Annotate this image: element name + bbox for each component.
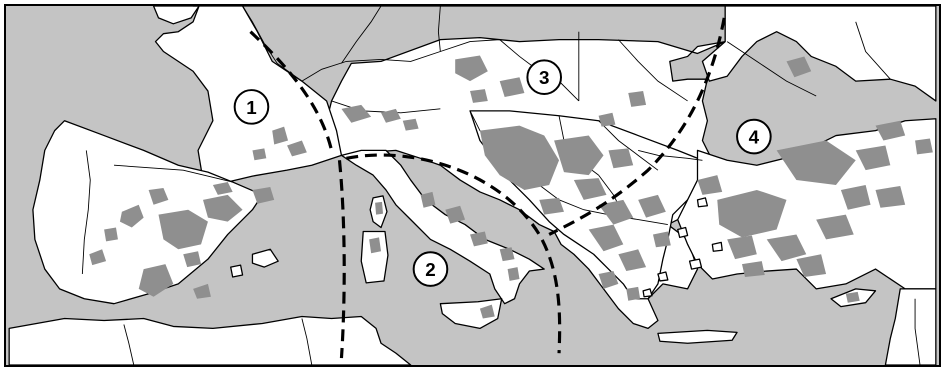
patch bbox=[138, 264, 174, 297]
patch bbox=[252, 186, 275, 204]
zone-1-label: 1 bbox=[246, 97, 256, 118]
patch bbox=[727, 235, 757, 260]
divider-balkan-black-sea bbox=[548, 17, 726, 236]
patch bbox=[598, 271, 619, 289]
patch bbox=[402, 118, 419, 131]
zone-4-marker: 4 bbox=[736, 118, 772, 155]
patch bbox=[845, 291, 860, 303]
patch bbox=[652, 231, 671, 248]
patch bbox=[626, 286, 641, 301]
land-aegean-island bbox=[688, 258, 703, 270]
patch bbox=[776, 140, 856, 186]
patch bbox=[499, 77, 525, 97]
patch bbox=[598, 112, 616, 127]
zone-2-label: 2 bbox=[425, 259, 435, 280]
land-aegean-island bbox=[696, 197, 709, 208]
zone-3-label: 3 bbox=[539, 67, 549, 88]
patch bbox=[554, 135, 604, 176]
patch bbox=[598, 199, 634, 225]
patch bbox=[479, 125, 560, 190]
land-ibiza bbox=[230, 264, 244, 278]
divider-tyrrhenian-arc bbox=[346, 153, 562, 354]
patch bbox=[104, 227, 118, 242]
patch bbox=[479, 304, 495, 319]
zone-2-marker: 2 bbox=[412, 251, 449, 287]
patch bbox=[855, 145, 891, 171]
patch bbox=[287, 140, 307, 157]
zone-4-label: 4 bbox=[749, 126, 760, 147]
land-sardinia bbox=[360, 230, 389, 284]
zone-labels: 1 2 3 4 bbox=[233, 59, 772, 287]
land-aegean-island bbox=[642, 288, 653, 298]
patch bbox=[608, 148, 634, 169]
land-sicily bbox=[439, 298, 503, 330]
patch bbox=[638, 194, 666, 218]
land-italy bbox=[340, 149, 545, 305]
patch bbox=[420, 191, 436, 208]
patch bbox=[341, 104, 372, 123]
zone-1-marker: 1 bbox=[233, 89, 270, 125]
land-levant bbox=[884, 288, 937, 365]
land-north-africa bbox=[8, 315, 412, 365]
patch bbox=[158, 209, 208, 250]
land-aegean-island bbox=[677, 226, 689, 239]
patch bbox=[840, 185, 871, 210]
patch bbox=[875, 120, 906, 141]
patch bbox=[796, 254, 827, 277]
land-uk bbox=[152, 6, 200, 25]
patch bbox=[741, 261, 765, 277]
patch bbox=[786, 56, 812, 78]
mediterranean-map: 1 2 3 4 bbox=[8, 6, 937, 365]
patch bbox=[588, 224, 624, 252]
patch bbox=[272, 126, 289, 145]
patch bbox=[539, 197, 564, 215]
patch bbox=[212, 182, 233, 195]
patch bbox=[470, 89, 488, 103]
patch bbox=[915, 138, 933, 155]
patch bbox=[375, 201, 383, 215]
land-black-sea-north bbox=[701, 6, 937, 102]
land-aegean-island bbox=[657, 271, 669, 282]
patch bbox=[816, 214, 854, 240]
patch bbox=[717, 189, 787, 238]
divider-italy-west bbox=[337, 160, 346, 359]
patch bbox=[369, 237, 382, 254]
patch bbox=[193, 283, 211, 299]
distribution-patches bbox=[89, 55, 933, 319]
patch bbox=[470, 231, 488, 247]
patch bbox=[119, 204, 144, 228]
patch bbox=[499, 247, 515, 262]
patch bbox=[148, 187, 169, 205]
patch bbox=[455, 55, 488, 82]
patch bbox=[381, 108, 401, 123]
patch bbox=[573, 178, 607, 200]
patch bbox=[183, 251, 202, 268]
patch bbox=[507, 267, 520, 281]
land-crete bbox=[657, 329, 738, 344]
patch bbox=[252, 148, 267, 161]
patch bbox=[697, 175, 723, 195]
patch bbox=[875, 185, 906, 208]
land-aegean-island bbox=[711, 241, 723, 252]
patch bbox=[89, 249, 107, 266]
patch bbox=[445, 205, 466, 224]
country-borders bbox=[81, 6, 921, 365]
zone-3-marker: 3 bbox=[526, 59, 563, 96]
patch bbox=[628, 91, 647, 107]
patch bbox=[766, 234, 807, 262]
zone-dividers bbox=[249, 17, 726, 359]
patch bbox=[618, 249, 647, 272]
patch bbox=[203, 194, 243, 222]
land-mallorca bbox=[251, 248, 279, 268]
map-frame: 1 2 3 4 bbox=[4, 4, 941, 367]
